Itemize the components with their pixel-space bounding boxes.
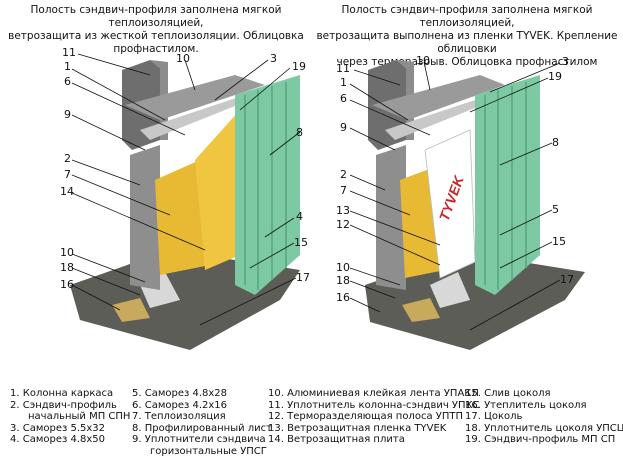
legend-column-2: 5. Саморез 4.8х28 6. Саморез 4.2х16 7. Т… xyxy=(132,388,272,458)
left-callout: 11 xyxy=(62,46,76,59)
right-callout: 7 xyxy=(340,184,347,197)
left-callout: 6 xyxy=(64,75,71,88)
right-callout: 2 xyxy=(340,168,347,181)
left-callout: 2 xyxy=(64,152,71,165)
left-callout: 3 xyxy=(270,52,277,65)
legend-item: 5. Саморез 4.8х28 xyxy=(132,388,228,399)
right-callout-labels: 11 10 1 6 3 19 9 8 2 7 13 12 5 15 10 18 … xyxy=(336,54,574,304)
left-callout: 7 xyxy=(64,168,71,181)
legend-item: 8. Профилированный лист xyxy=(132,422,272,434)
legend-item: 9. Уплотнители сэндвича xyxy=(132,434,266,446)
right-wall-section: TYVEK xyxy=(349,60,585,350)
left-profiled-sheet xyxy=(235,75,300,295)
right-callout: 3 xyxy=(562,55,569,68)
legend-item: 18. Уплотнитель цоколя УПСЦ xyxy=(465,422,623,434)
legend-column-1: 1. Колонна каркаса 2. Сэндвич-профиль на… xyxy=(10,388,130,446)
left-windproof-board xyxy=(195,110,240,270)
legend-item: 7. Теплоизоляция xyxy=(132,411,226,423)
left-top-profile-2 xyxy=(140,95,250,140)
legend-column-3: 10. Алюминиевая клейкая лента УПАКЛ 11. … xyxy=(268,388,480,446)
right-callout: 1 xyxy=(340,76,347,89)
left-diagram-title: Полость сэндвич-профиля заполнена мягкой… xyxy=(8,4,304,55)
left-callout: 10 xyxy=(176,52,190,65)
right-plinth xyxy=(365,252,585,350)
left-callout: 8 xyxy=(296,126,303,139)
left-plinth-insulation xyxy=(112,298,150,322)
left-callout: 10 xyxy=(60,246,74,259)
legend-item: 4. Саморез 4.8х50 xyxy=(10,434,106,446)
legend-item: 12. Терморазделяющая полоса УПТП xyxy=(268,411,463,423)
left-callout: 1 xyxy=(64,60,71,73)
left-callout: 19 xyxy=(292,60,306,73)
right-callout: 12 xyxy=(336,218,350,231)
right-callout: 13 xyxy=(336,204,350,217)
left-callout: 4 xyxy=(296,210,303,223)
right-callout: 18 xyxy=(336,274,350,287)
left-callout: 16 xyxy=(60,278,74,291)
right-callout: 19 xyxy=(548,70,562,83)
legend-item: начальный МП СПН xyxy=(28,411,131,423)
left-callout-labels: 11 10 1 6 3 19 9 8 2 7 14 4 15 10 18 16 … xyxy=(60,46,310,291)
legend-item: 1. Колонна каркаса xyxy=(10,388,114,399)
right-column-face xyxy=(396,60,414,140)
right-plinth-insulation xyxy=(402,298,440,322)
legend-item: 19. Сэндвич-профиль МП СП xyxy=(465,434,616,446)
right-callout: 6 xyxy=(340,92,347,105)
left-top-profile xyxy=(125,75,265,120)
left-callout: 18 xyxy=(60,261,74,274)
right-callout: 16 xyxy=(336,291,350,304)
left-wall-section xyxy=(70,53,301,350)
legend-item: 16. Утеплитель цоколя xyxy=(465,399,587,411)
legend-item: 13. Ветрозащитная пленка TYVEK xyxy=(268,422,447,434)
right-callout: 11 xyxy=(336,62,350,75)
legend-item: 11. Уплотнитель колонна-сэндвич УПКС xyxy=(268,399,480,411)
right-diagram-title: Полость сэндвич-профиля заполнена мягкой… xyxy=(316,4,618,68)
right-callout: 10 xyxy=(336,261,350,274)
right-callout: 5 xyxy=(552,203,559,216)
legend-column-4: 15. Слив цоколя 16. Утеплитель цоколя 17… xyxy=(465,388,623,446)
legend-item: 14. Ветрозащитная плита xyxy=(268,434,405,446)
right-top-profile xyxy=(372,75,505,120)
left-callout: 9 xyxy=(64,108,71,121)
right-plinth-flashing xyxy=(430,272,470,308)
right-profiled-sheet xyxy=(475,75,540,295)
right-callout: 15 xyxy=(552,235,566,248)
right-sandwich-profile xyxy=(376,145,406,290)
right-callout: 9 xyxy=(340,121,347,134)
legend-item: горизонтальные УПСГ xyxy=(150,445,267,457)
legend-item: 6. Саморез 4.2х16 xyxy=(132,399,228,411)
left-callout: 17 xyxy=(296,271,310,284)
legend-item: 17. Цоколь xyxy=(465,411,523,423)
left-column-face xyxy=(150,60,168,140)
legend-item: 15. Слив цоколя xyxy=(465,388,551,399)
right-top-profile-2 xyxy=(385,95,495,140)
legend-item: 10. Алюминиевая клейкая лента УПАКЛ xyxy=(268,388,479,399)
left-sandwich-profile xyxy=(130,145,160,290)
legend-item: 3. Саморез 5.5х32 xyxy=(10,422,106,434)
right-callout: 8 xyxy=(552,136,559,149)
left-callout: 14 xyxy=(60,185,74,198)
left-callout: 15 xyxy=(294,236,308,249)
right-callout: 10 xyxy=(416,54,430,67)
right-callout: 17 xyxy=(560,273,574,286)
legend-item: 2. Сэндвич-профиль xyxy=(10,399,117,411)
